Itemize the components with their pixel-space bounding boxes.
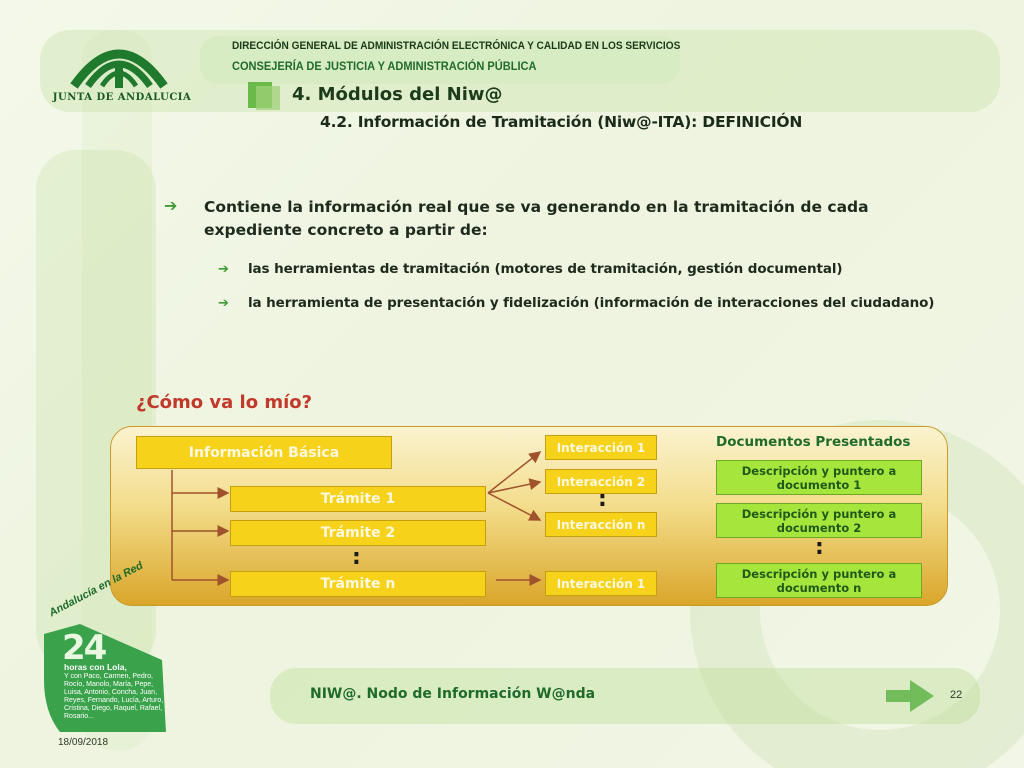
badge-names: Y con Paco, Carmen, Pedro, Rocío, Manolo…	[64, 673, 164, 720]
documentos-title: Documentos Presentados	[716, 434, 911, 450]
info-basica-box: Información Básica	[136, 436, 392, 469]
org-line-1: DIRECCIÓN GENERAL DE ADMINISTRACIÓN ELEC…	[232, 40, 681, 52]
interaccion-box: Interacción 2	[545, 469, 657, 494]
section-heading: ¿Cómo va lo mío?	[136, 392, 313, 413]
main-bullet: Contiene la información real que se va g…	[204, 198, 869, 239]
header-band	[200, 36, 680, 84]
ellipsis-icon: :	[815, 535, 824, 560]
interaccion-box: Interacción 1	[545, 571, 657, 596]
date: 18/09/2018	[58, 737, 109, 748]
arrow-right-icon	[880, 676, 940, 716]
ellipsis-icon: :	[598, 487, 607, 512]
tramite-box: Trámite 1	[230, 486, 486, 512]
documento-box: Descripción y puntero a documento n	[716, 563, 922, 598]
interaccion-box: Interacción n	[545, 512, 657, 537]
bullet-arrow-icon: ➔	[164, 196, 178, 215]
andalucia-en-la-red-badge	[40, 600, 168, 736]
org-line-2: CONSEJERÍA DE JUSTICIA Y ADMINISTRACIÓN …	[232, 59, 537, 73]
background-column-shape	[82, 30, 152, 750]
page-title: 4. Módulos del Niw@	[292, 84, 503, 105]
ellipsis-icon: :	[352, 545, 361, 570]
page-number: 22	[950, 689, 963, 701]
logo-text: JUNTA DE ANDALUCIA	[52, 92, 192, 103]
title-square-icon	[256, 86, 280, 110]
tramite-box: Trámite n	[230, 571, 486, 597]
tramite-box: Trámite 2	[230, 520, 486, 546]
sub-bullet: las herramientas de tramitación (motores…	[248, 261, 843, 277]
interaccion-box: Interacción 1	[545, 435, 657, 460]
documento-box: Descripción y puntero a documento 2	[716, 503, 922, 538]
junta-logo-icon	[44, 28, 194, 118]
badge-horas: horas con Lola,	[64, 662, 127, 672]
page-subtitle: 4.2. Información de Tramitación (Niw@-IT…	[320, 113, 803, 131]
documento-box: Descripción y puntero a documento 1	[716, 460, 922, 495]
badge-number: 24	[62, 628, 107, 668]
bullet-arrow-icon: ➔	[218, 262, 229, 277]
sub-bullet: la herramienta de presentación y fideliz…	[248, 295, 935, 311]
bullet-arrow-icon: ➔	[218, 296, 229, 311]
footer-text: NIW@. Nodo de Información W@nda	[310, 686, 596, 702]
